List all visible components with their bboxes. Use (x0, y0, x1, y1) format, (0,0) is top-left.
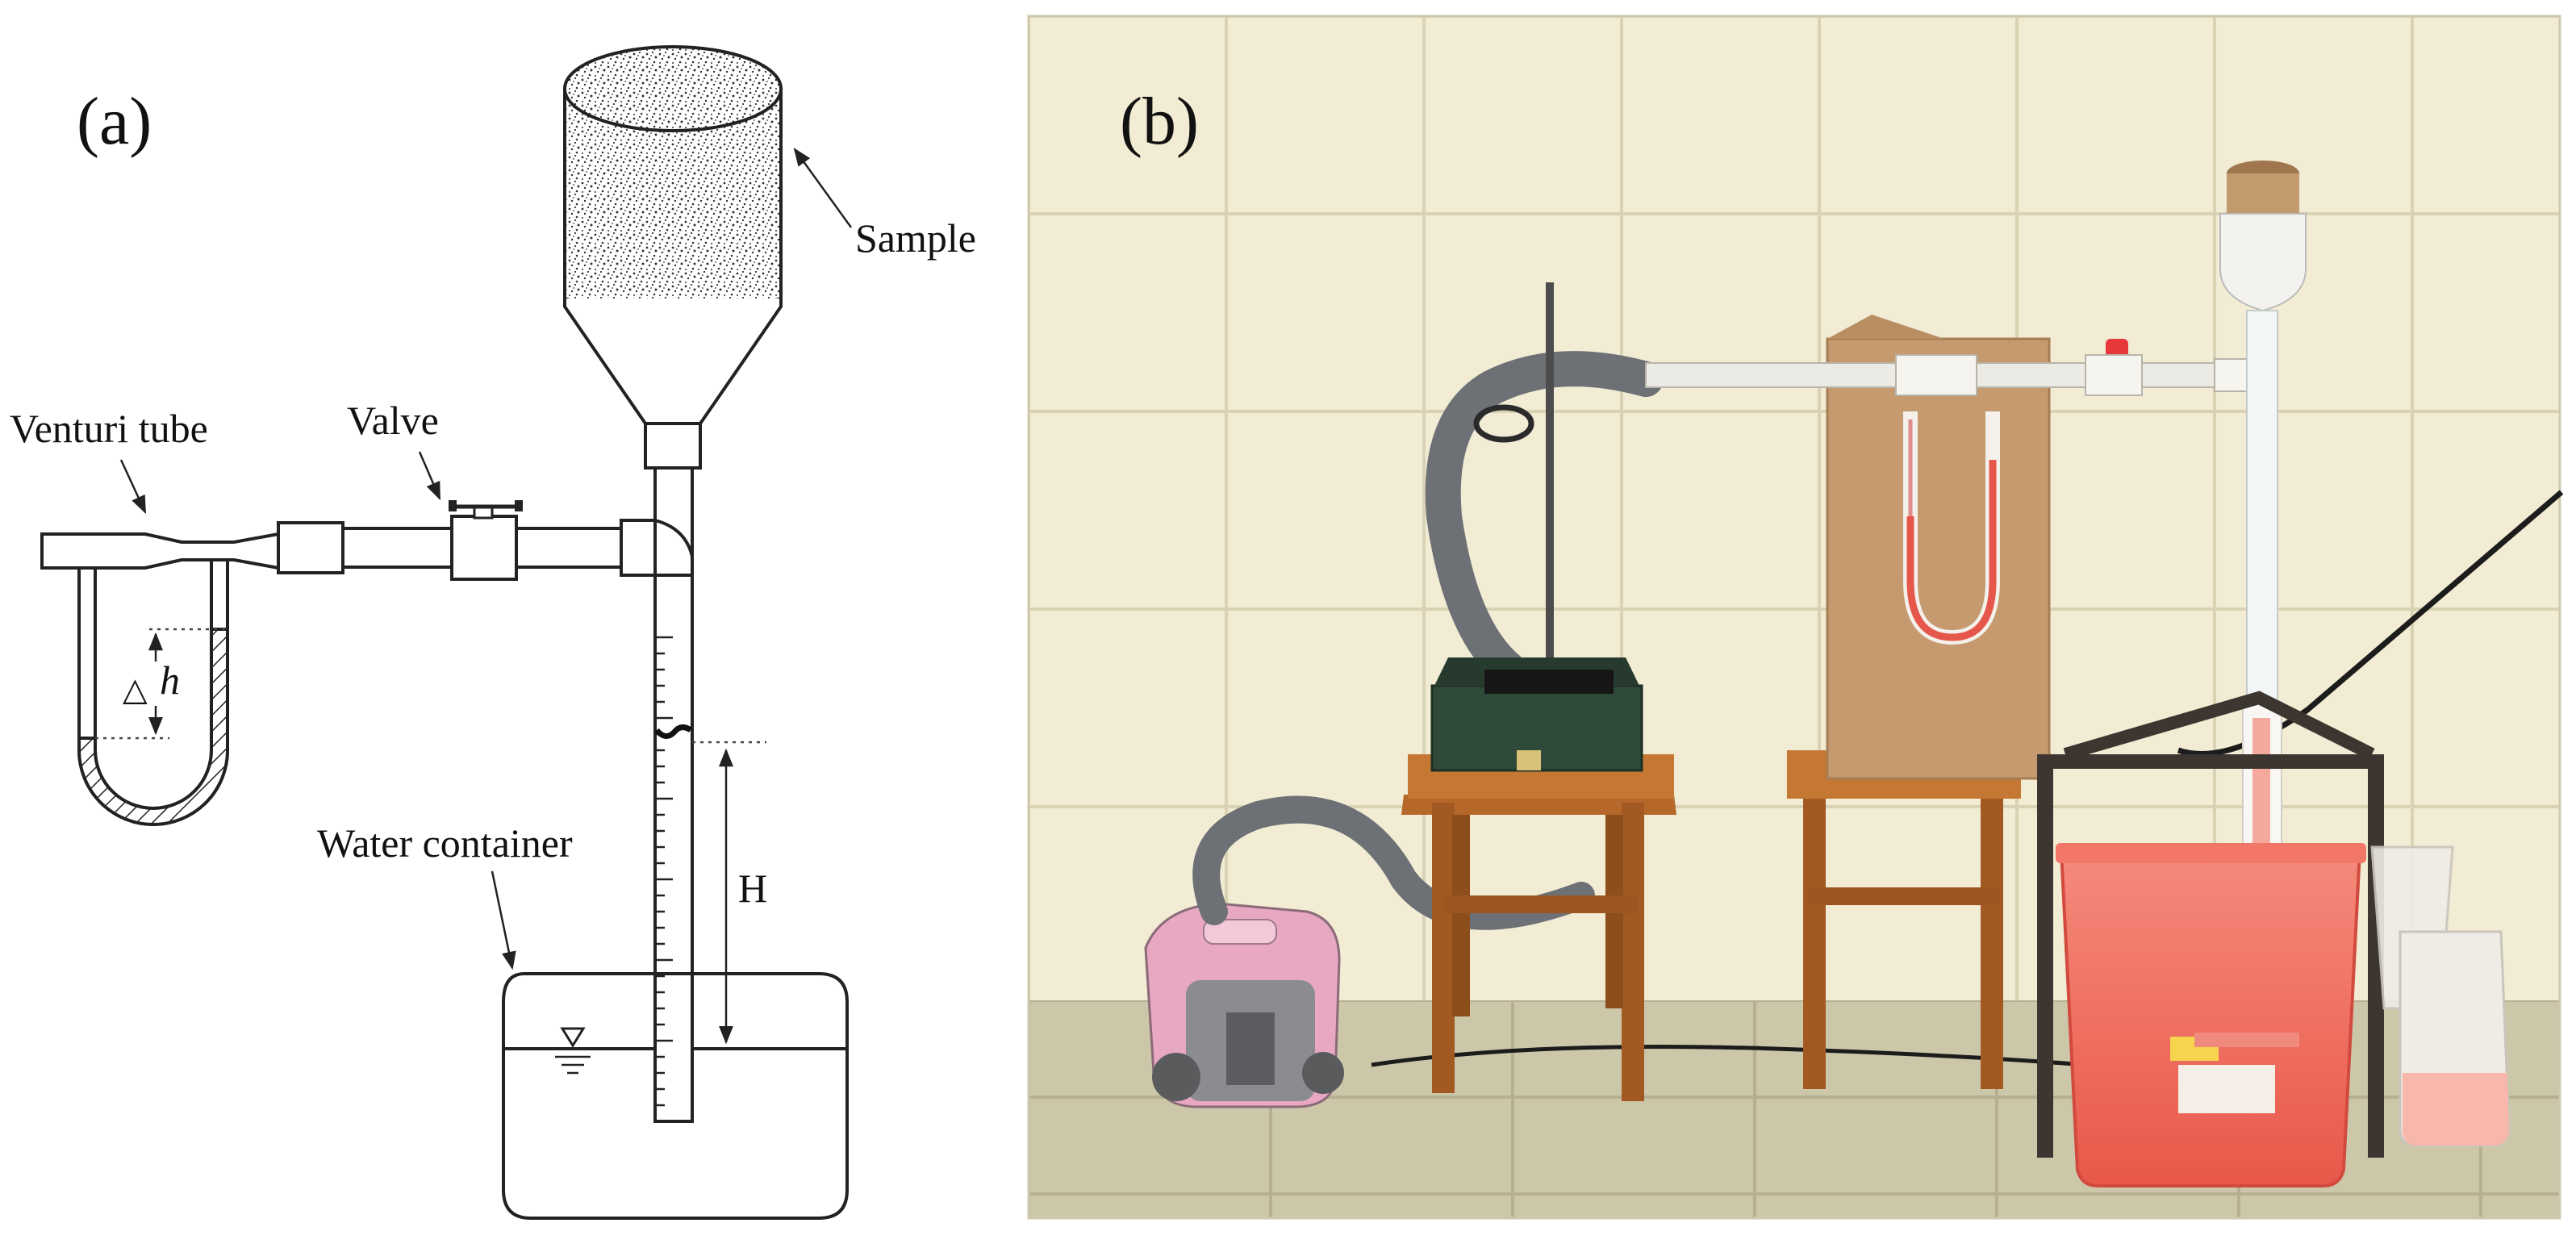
manometer-board (1826, 315, 2051, 780)
lower-hose (1192, 795, 1595, 930)
H-label: H (738, 866, 767, 911)
red-water-tub (2056, 843, 2366, 1187)
panel-b-photo: (b) (1027, 15, 2564, 1220)
water-container-label: Water container (317, 820, 573, 866)
valve (449, 500, 523, 581)
panel-a-schematic: (a) (10, 45, 976, 1220)
sample-funnel (563, 45, 783, 470)
valve-label: Valve (347, 398, 439, 443)
tiled-wall (1029, 16, 2560, 1002)
annotations: Sample Venturi tube Valve Water containe… (10, 148, 976, 970)
pvc-pipe (1645, 339, 2248, 396)
venturi-label: Venturi tube (10, 406, 208, 451)
instrument-case (1430, 657, 1643, 772)
upper-hose (1425, 351, 1664, 687)
venturi-tube (40, 532, 280, 570)
beakers (2370, 845, 2511, 1147)
u-tube-manometer: △ h (77, 558, 229, 826)
vacuum-cleaner (1144, 902, 1344, 1108)
delta-symbol: △ (123, 671, 148, 707)
h-label: h (160, 657, 180, 703)
panel-b-label: (b) (1120, 84, 1199, 159)
water-container (502, 972, 849, 1220)
panel-a-label: (a) (77, 84, 152, 159)
sample-label: Sample (855, 215, 976, 261)
height-marker: H (692, 741, 767, 1045)
